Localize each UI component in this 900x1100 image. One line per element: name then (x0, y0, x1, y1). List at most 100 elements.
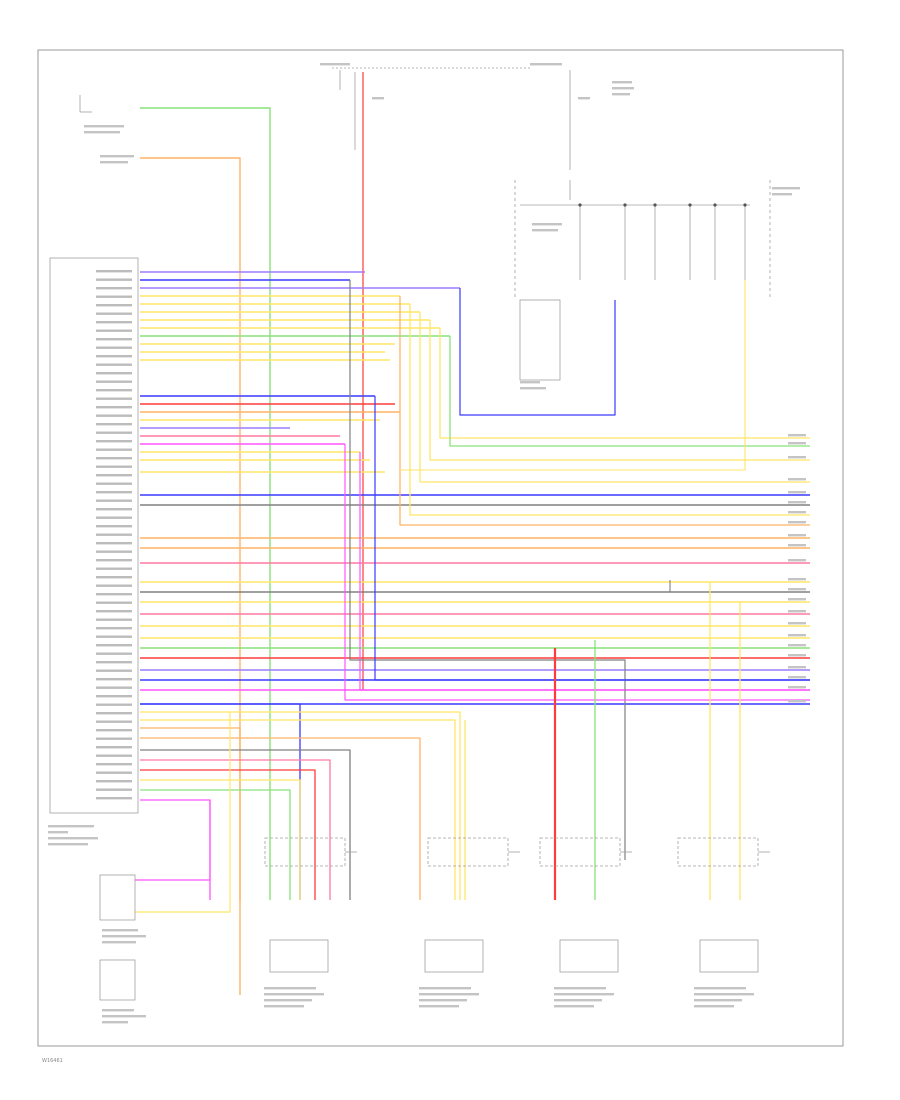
connector-block-2 (539, 837, 621, 867)
sensor-name (694, 1005, 734, 1008)
edge-tag (788, 666, 806, 669)
component-layer (49, 67, 771, 1001)
pin-name (96, 321, 132, 324)
relay-label (520, 381, 540, 384)
sensor-name (264, 987, 316, 990)
edge-tag (788, 534, 806, 537)
edge-tag (788, 598, 806, 601)
switch-label (102, 1009, 134, 1012)
label-layer (48, 63, 806, 1024)
wire-blue-out (374, 396, 810, 681)
pin-name (96, 304, 132, 307)
wire-yellow-out-1 (439, 328, 810, 439)
pin-name (96, 278, 132, 281)
switch-label (102, 1021, 128, 1024)
pin-name (96, 491, 132, 494)
pin-name (96, 457, 132, 460)
fuse-label (612, 81, 632, 84)
pin-name (96, 533, 132, 536)
pin-name (96, 482, 132, 485)
switch-label (102, 929, 138, 932)
sensor-name (694, 999, 742, 1002)
wire-yellow-module (400, 280, 746, 471)
pin-name (96, 440, 132, 443)
pin-name (96, 652, 132, 655)
pin-name (96, 746, 132, 749)
pin-name (96, 669, 132, 672)
edge-tag (788, 610, 806, 613)
pin-name (96, 576, 132, 579)
edge-tag (788, 622, 806, 625)
edge-tag (788, 521, 806, 524)
pin-name (96, 644, 132, 647)
edge-tag (788, 588, 806, 591)
pin-name (96, 270, 132, 273)
belt-switch-box-2 (99, 959, 136, 1001)
pin-name (96, 686, 132, 689)
wire-green-out-1 (449, 336, 810, 447)
sensor-name (554, 999, 602, 1002)
edge-tag (788, 511, 806, 514)
wire-yellow-out-3 (419, 312, 810, 483)
belt-switch-box (99, 874, 136, 921)
pin-name (96, 550, 132, 553)
pin-name (96, 423, 132, 426)
pin-name (96, 601, 132, 604)
splice-dot (743, 203, 747, 207)
wire-down-8 (140, 779, 301, 900)
sensor-name (419, 993, 479, 996)
control-module (49, 257, 139, 814)
module-label (532, 229, 558, 232)
pin-name (96, 389, 132, 392)
pin-name (96, 584, 132, 587)
wire-down-1 (140, 711, 461, 900)
edge-tag (788, 578, 806, 581)
wire-yellow-switch (135, 712, 231, 913)
fuse-label (578, 97, 590, 100)
wire-magenta-out (344, 444, 810, 701)
pin-name (96, 312, 132, 315)
wire-magenta-down (359, 452, 810, 691)
sensor-box-0 (269, 939, 329, 973)
pin-name (96, 414, 132, 417)
edge-tag (788, 686, 806, 689)
sensor-name (419, 987, 471, 990)
sensor-name (264, 993, 324, 996)
wire-magenta-switch (135, 800, 211, 881)
connector-block-0 (264, 837, 346, 867)
pin-name (96, 593, 132, 596)
sensor-name (554, 993, 614, 996)
splice-dot (713, 203, 717, 207)
module-name (48, 831, 68, 834)
fuse-label (372, 97, 384, 100)
sensor-name (554, 1005, 594, 1008)
wire-down-5 (140, 749, 351, 900)
edge-tag (788, 676, 806, 679)
switch-label (102, 1015, 146, 1018)
pin-name (96, 287, 132, 290)
wire-orange-sensor (140, 157, 241, 995)
wire-layer (135, 72, 810, 995)
wire-down-2 (140, 719, 456, 900)
module-name (48, 825, 94, 828)
wire-orange-out-1 (399, 296, 810, 526)
pin-name (96, 465, 132, 468)
sensor-name (419, 1005, 459, 1008)
connector-block-1 (427, 837, 509, 867)
sensor-label (84, 125, 124, 128)
fuse-label (612, 87, 634, 90)
sensor-box-1 (424, 939, 484, 973)
module-name (48, 837, 98, 840)
pin-name (96, 771, 132, 774)
pin-name (96, 695, 132, 698)
pin-name (96, 380, 132, 383)
relay-label (520, 387, 546, 390)
edge-tag (788, 544, 806, 547)
pin-name (96, 295, 132, 298)
splice-dot (688, 203, 692, 207)
pin-name (96, 372, 132, 375)
edge-tag (788, 634, 806, 637)
switch-label (102, 941, 136, 944)
pin-name (96, 788, 132, 791)
